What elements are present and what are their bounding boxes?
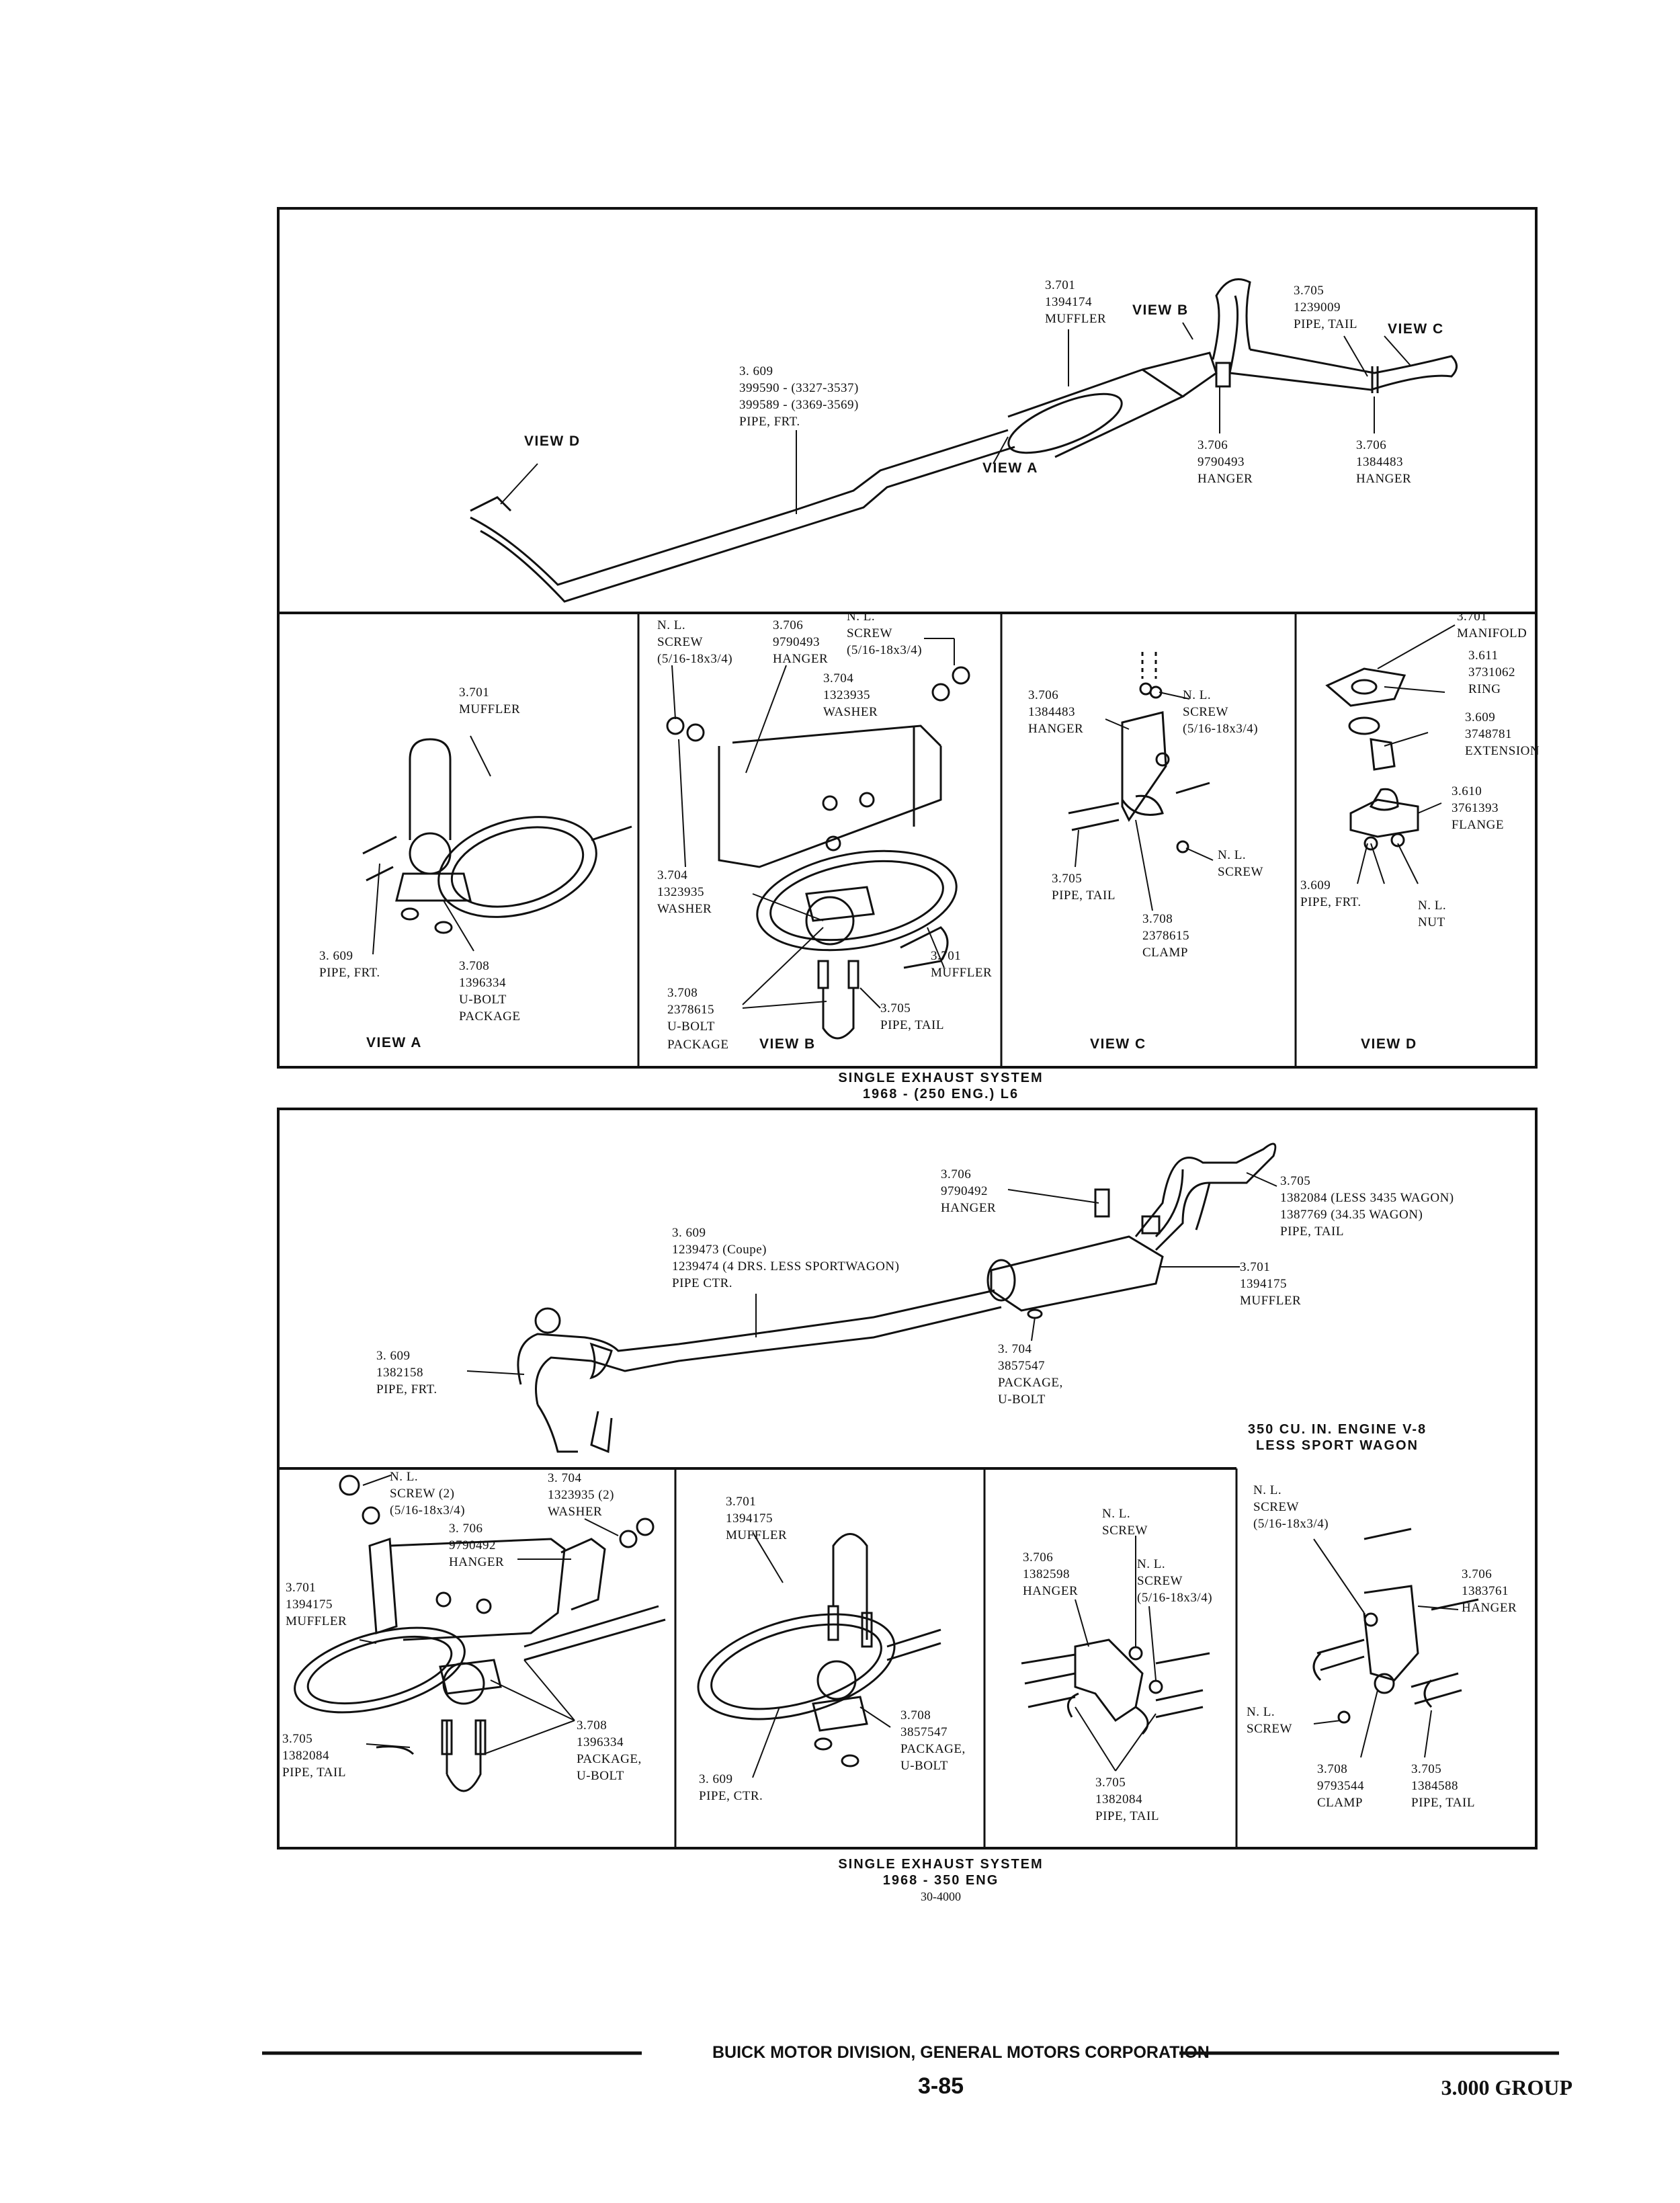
view-a-title: VIEW A — [366, 1035, 422, 1050]
view-d-nut-label: N. L.NUT — [1418, 899, 1447, 929]
top-view-a-label: VIEW A — [982, 460, 1038, 476]
detail-1-art — [294, 1474, 666, 1792]
view-b-ubolt-package-label: PACKAGE — [667, 1038, 729, 1052]
bottom-exhaust-pipe-art — [517, 1142, 1277, 1454]
detail-4-art — [1312, 1528, 1479, 1724]
view-b-art — [666, 666, 970, 1040]
detail-4-screw-top-label: N. L.SCREW(5/16-18x3/4) — [1253, 1483, 1329, 1531]
footer-page-number: 3-85 — [917, 2073, 964, 2099]
top-assembly-frame — [277, 207, 1538, 1069]
detail-3-screw-mid-label: N. L.SCREW(5/16-18x3/4) — [1137, 1557, 1213, 1605]
detail-2-art — [697, 1533, 941, 1768]
footer-company: BUICK MOTOR DIVISION, GENERAL MOTORS COR… — [712, 2043, 1210, 2062]
top-view-c-label: VIEW C — [1388, 321, 1444, 337]
detail-3-screw-top-label: N. L.SCREW — [1102, 1507, 1148, 1538]
detail-3-art — [1021, 1638, 1210, 1735]
figure-number: 30-4000 — [921, 1890, 961, 1903]
view-c-title: VIEW C — [1090, 1036, 1146, 1052]
view-c-art — [1068, 652, 1210, 854]
top-exhaust-pipe-art — [470, 278, 1458, 603]
top-view-b-label: VIEW B — [1132, 302, 1189, 318]
detail-4-screw-bottom-label: N. L.SCREW — [1247, 1705, 1292, 1736]
view-b-screw-left-label: N. L.SCREW(5/16-18x3/4) — [657, 618, 733, 666]
top-view-d-label: VIEW D — [524, 433, 581, 449]
bottom-assembly-frame — [277, 1108, 1538, 1849]
view-a-art — [362, 738, 632, 934]
view-c-screw-bottom-label: N. L.SCREW — [1218, 848, 1263, 879]
view-b-title: VIEW B — [759, 1036, 816, 1052]
detail-1-screw-label: N. L.SCREW (2)(5/16-18x3/4) — [390, 1470, 466, 1518]
view-d-title: VIEW D — [1361, 1036, 1417, 1052]
view-d-art — [1325, 667, 1419, 851]
footer-group: 3.000 GROUP — [1441, 2075, 1572, 2100]
view-b-screw-right-label: N. L.SCREW(5/16-18x3/4) — [847, 610, 923, 657]
view-c-screw-top-label: N. L.SCREW(5/16-18x3/4) — [1183, 688, 1259, 736]
